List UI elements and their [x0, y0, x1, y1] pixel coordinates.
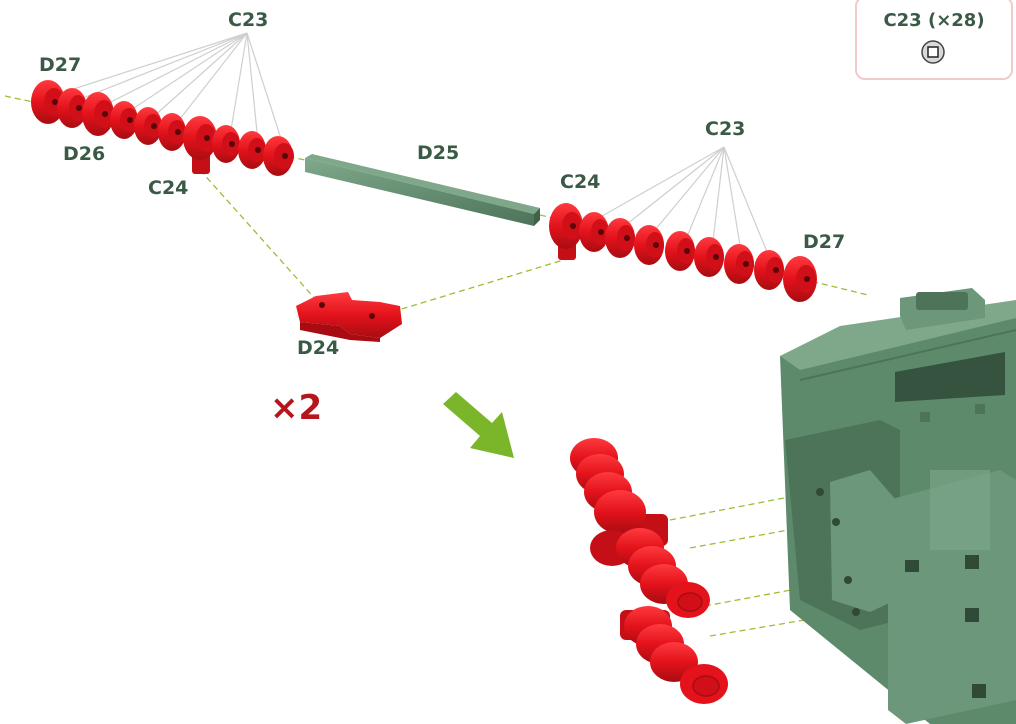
washer-c23 [110, 101, 138, 139]
washer-c24-left [183, 116, 217, 174]
washer-c23 [754, 250, 784, 290]
c24-right-to-d24-guide [371, 257, 571, 319]
assembly-guide-3 [704, 579, 846, 607]
label-c24-left: C24 [148, 177, 188, 199]
c23-right-leaders [594, 146, 773, 265]
label-c23-right: C23 [705, 118, 745, 140]
label-c23-left: C23 [228, 9, 268, 31]
tank-chassis [780, 288, 1016, 724]
washer-c23 [263, 136, 294, 176]
washer-c23 [238, 131, 266, 169]
washer-d26 [57, 88, 87, 128]
c23-left-leaders [54, 32, 285, 149]
washer-c23 [694, 237, 724, 277]
washer-c23 [212, 125, 240, 163]
label-d27-right: D27 [803, 231, 845, 253]
label-c24-right: C24 [560, 171, 600, 193]
washer-c23 [724, 244, 754, 284]
axis-guides [4, 95, 869, 637]
legend-part-count: C23 (×28) [883, 10, 985, 31]
assembled-washer-stack [570, 438, 728, 704]
label-d25: D25 [417, 142, 459, 164]
washer-d27-right [783, 256, 817, 302]
parts-legend: C23 (×28) [855, 0, 1013, 80]
rod-d25 [305, 154, 540, 226]
left-washer-stack [31, 80, 294, 176]
label-d26: D26 [63, 143, 105, 165]
washer-icon [921, 40, 945, 64]
washer-c23 [579, 212, 609, 252]
washer-c23 [634, 225, 664, 265]
label-d27-left: D27 [39, 54, 81, 76]
washer-c23 [82, 92, 114, 136]
washer-c23 [665, 231, 695, 271]
quantity-multiplier: ×2 [270, 388, 322, 428]
washer-c23 [158, 113, 186, 151]
bracket-d24 [296, 292, 402, 342]
washer-c24-right [549, 203, 583, 260]
right-washer-stack [549, 203, 817, 302]
label-d24: D24 [297, 337, 339, 359]
washer-c23 [134, 107, 162, 145]
c24-left-to-d24-guide [199, 169, 319, 303]
direction-arrow-icon [443, 392, 514, 458]
washer-c23 [605, 218, 635, 258]
